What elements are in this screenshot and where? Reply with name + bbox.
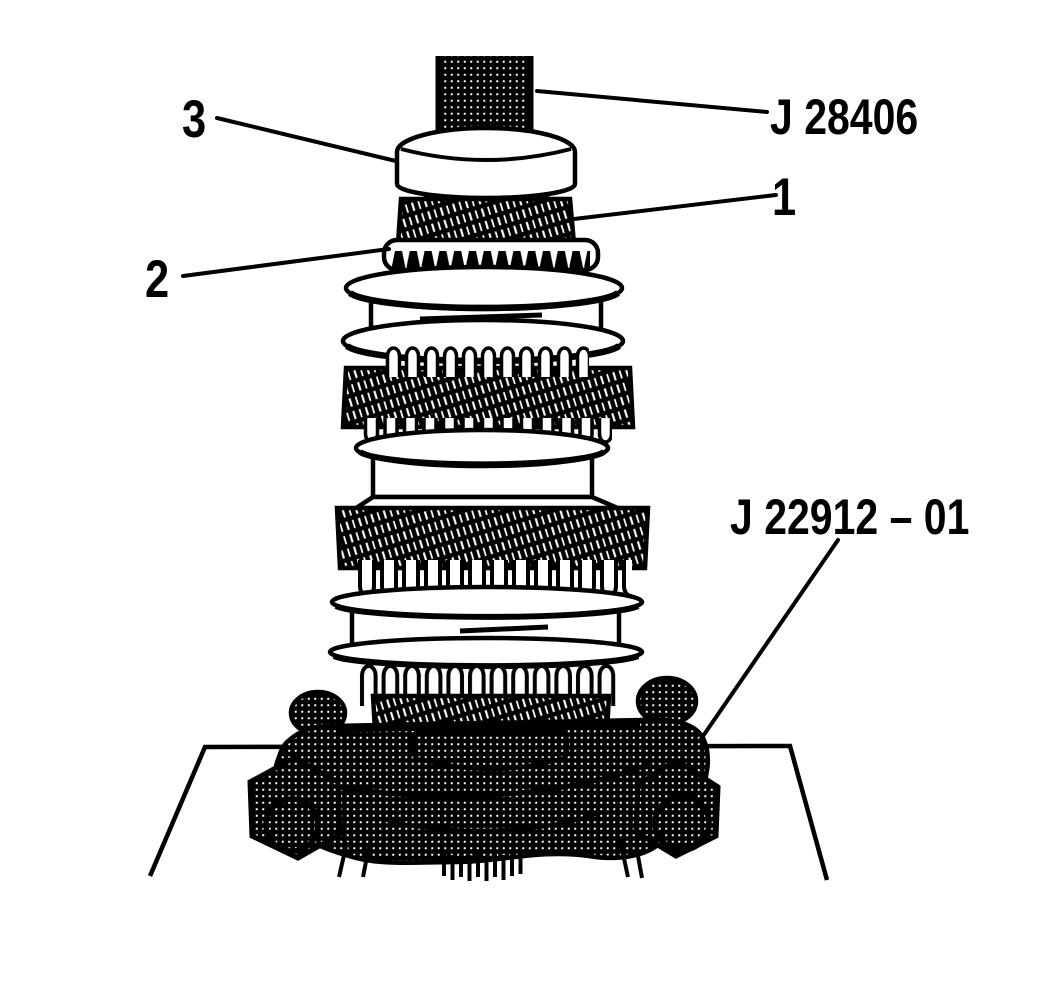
- press-plate-curve-upper: [307, 760, 653, 799]
- hex-bolt-right: [633, 757, 721, 859]
- leader-line-part-2: [181, 247, 391, 278]
- press-plate-top-edge: [339, 719, 641, 733]
- leader-line-part-3: [215, 116, 398, 163]
- callout-part-3: 3: [182, 90, 207, 149]
- press-plate-right-lobe: [635, 675, 699, 727]
- leader-line-tool-plate: [699, 538, 840, 741]
- callout-tool-j22912-01: J 22912 – 01: [730, 489, 970, 545]
- press-driver-shaft: [435, 56, 534, 134]
- gear-shaft-assembly: [327, 56, 651, 751]
- press-plate-slot: [411, 729, 569, 762]
- press-plate-curve-lower: [385, 811, 599, 833]
- leader-line-part-1: [572, 193, 778, 221]
- lower-hub: [342, 427, 628, 515]
- hex-bolt-left: [247, 755, 343, 861]
- callout-part-1: 1: [772, 168, 797, 227]
- lower-helical-gear: [334, 505, 651, 571]
- leader-lines: [181, 89, 840, 741]
- bearing-collar-part-3: [394, 125, 578, 201]
- press-plate-slot-shadow: [422, 757, 557, 772]
- press-plate-tool: [247, 675, 721, 866]
- bottom-hub: [327, 584, 645, 670]
- leader-line-tool-driver: [535, 89, 769, 114]
- callout-tool-j28406: J 28406: [770, 89, 919, 145]
- synchronizer-ring-part-2: [381, 237, 601, 273]
- clutch-teeth-row-upper: [384, 344, 589, 377]
- callout-part-2: 2: [145, 250, 170, 309]
- helical-gear-part-1: [395, 196, 577, 247]
- upper-hub: [340, 264, 626, 365]
- shaft-splines-below-plate: [337, 839, 644, 881]
